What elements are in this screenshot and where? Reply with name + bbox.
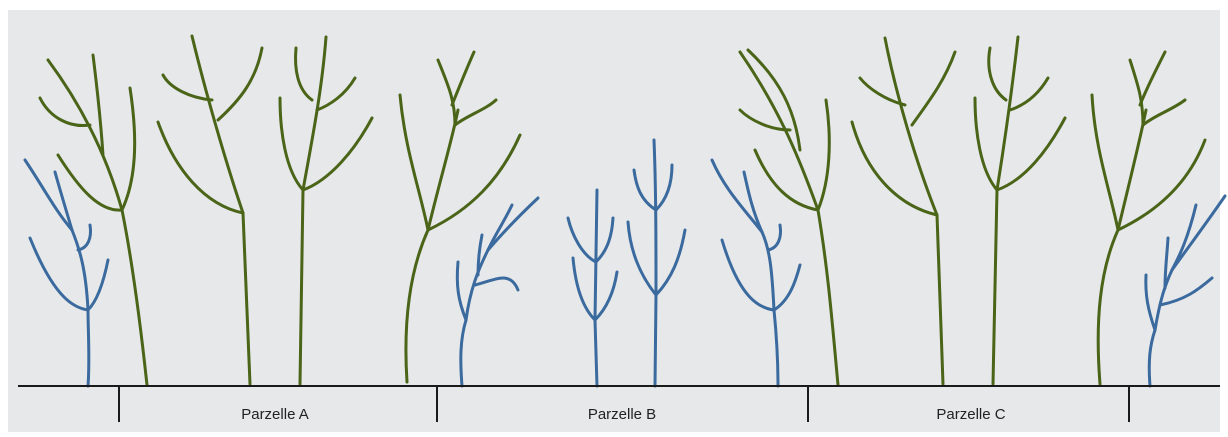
plot-label-c: Parzelle C bbox=[936, 406, 1005, 423]
plot-label-a: Parzelle A bbox=[241, 406, 309, 423]
plot-label-b: Parzelle B bbox=[588, 406, 656, 423]
